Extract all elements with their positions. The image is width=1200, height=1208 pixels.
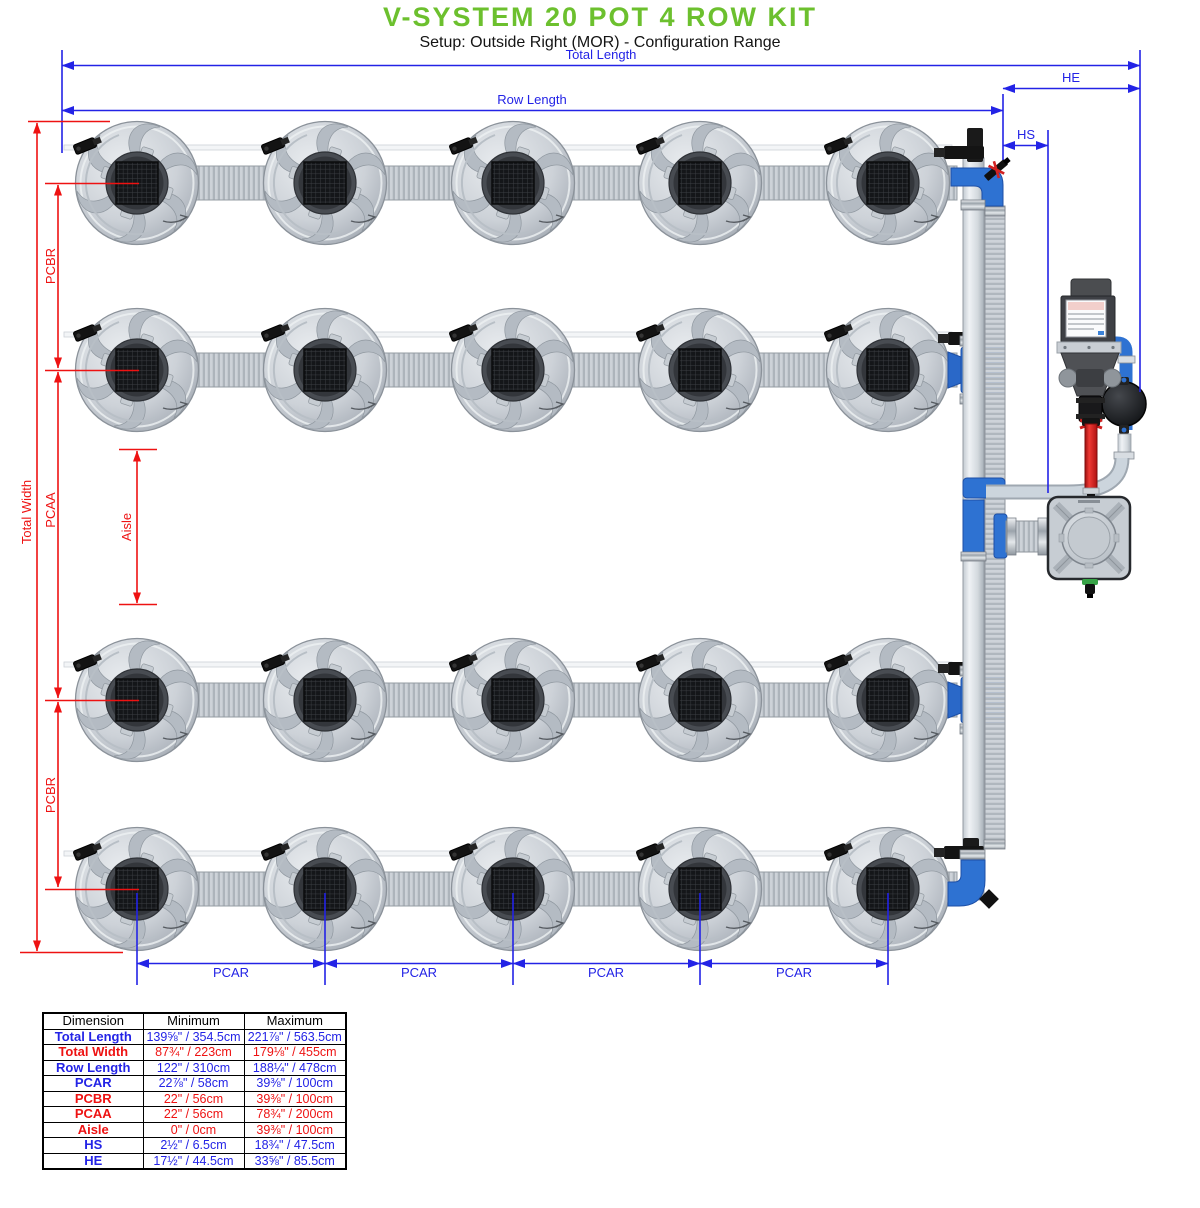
table-header-cell: Maximum	[243, 1012, 347, 1030]
dimension-name-cell: Row Length	[42, 1059, 144, 1076]
dimension-name-cell: Total Length	[42, 1028, 144, 1045]
pot	[262, 115, 388, 251]
dimension-name-cell: PCAR	[42, 1075, 144, 1092]
dimension-value-cell: 39⅜" / 100cm	[243, 1075, 347, 1092]
dimension-value-cell: 39⅜" / 100cm	[243, 1121, 347, 1138]
dimension-name-cell: Aisle	[42, 1121, 144, 1138]
dimension-value-cell: 22" / 56cm	[142, 1106, 245, 1123]
blue-dimensions	[61, 50, 1141, 985]
blue-dimension-labels: Total Length Row Length HE HS PCAR PCAR …	[213, 47, 1080, 980]
pot	[262, 302, 388, 438]
pot	[825, 632, 951, 768]
dimension-name-cell: PCAA	[42, 1106, 144, 1123]
dimension-value-cell: 139⅝" / 354.5cm	[142, 1028, 245, 1045]
header: V-SYSTEM 20 POT 4 ROW KIT Setup: Outside…	[0, 0, 1200, 52]
label-pcar-3: PCAR	[588, 965, 624, 980]
page-title: V-SYSTEM 20 POT 4 ROW KIT	[382, 2, 818, 32]
label-total-length: Total Length	[566, 47, 637, 62]
dimension-value-cell: 22" / 56cm	[142, 1090, 245, 1107]
pot	[450, 632, 576, 768]
label-total-width: Total Width	[19, 480, 34, 544]
dimension-value-cell: 179⅛" / 455cm	[243, 1044, 347, 1061]
dimension-value-cell: 18¾" / 47.5cm	[243, 1137, 347, 1154]
pots	[72, 115, 951, 957]
row-tubing	[63, 144, 958, 907]
red-dimensions	[20, 120, 157, 954]
label-hs: HS	[1017, 127, 1035, 142]
drain-fitting-icon	[1082, 579, 1098, 598]
pot	[637, 632, 763, 768]
pot	[262, 632, 388, 768]
drip-valve-icon	[984, 157, 1011, 181]
pot	[825, 302, 951, 438]
pot	[637, 302, 763, 438]
label-pcar-2: PCAR	[401, 965, 437, 980]
table-header-cell: Dimension	[42, 1012, 144, 1030]
label-pcar-4: PCAR	[776, 965, 812, 980]
dimension-name-cell: HE	[42, 1152, 144, 1170]
pot	[825, 115, 951, 251]
red-standpipe	[1082, 418, 1100, 499]
dimension-value-cell: 33⅝" / 85.5cm	[243, 1152, 347, 1170]
dimension-value-cell: 221⅞" / 563.5cm	[243, 1028, 347, 1045]
dimension-value-cell: 78¾" / 200cm	[243, 1106, 347, 1123]
dimension-value-cell: 122" / 310cm	[142, 1059, 245, 1076]
manifold-top-elbow	[934, 128, 1011, 217]
pot	[450, 115, 576, 251]
pot	[450, 302, 576, 438]
label-aisle: Aisle	[119, 513, 134, 541]
red-dimension-labels: Total Width PCBR PCAA PCBR Aisle	[19, 248, 134, 813]
label-pcar-1: PCAR	[213, 965, 249, 980]
label-row-length: Row Length	[497, 92, 566, 107]
label-pcbr-bottom: PCBR	[43, 777, 58, 813]
label-he: HE	[1062, 70, 1080, 85]
page-subtitle: Setup: Outside Right (MOR) - Configurati…	[419, 34, 781, 51]
dimension-value-cell: 0" / 0cm	[142, 1121, 245, 1138]
dimension-value-cell: 2½" / 6.5cm	[142, 1137, 245, 1154]
label-pcbr-top: PCBR	[43, 248, 58, 284]
controller-icon	[1056, 278, 1122, 397]
dimension-value-cell: 17½" / 44.5cm	[142, 1152, 245, 1170]
dimension-value-cell: 22⅞" / 58cm	[142, 1075, 245, 1092]
reservoir	[993, 495, 1132, 598]
dimension-value-cell: 188¼" / 478cm	[243, 1059, 347, 1076]
dosing-unit	[986, 278, 1147, 500]
table-header-cell: Minimum	[142, 1012, 245, 1030]
dimension-value-cell: 39⅜" / 100cm	[243, 1090, 347, 1107]
label-pcaa: PCAA	[43, 492, 58, 528]
dimension-name-cell: PCBR	[42, 1090, 144, 1107]
dimension-value-cell: 87¾" / 223cm	[142, 1044, 245, 1061]
dimension-name-cell: HS	[42, 1137, 144, 1154]
dimension-name-cell: Total Width	[42, 1044, 144, 1061]
pot	[637, 115, 763, 251]
manifold-bottom-elbow	[934, 838, 1006, 909]
